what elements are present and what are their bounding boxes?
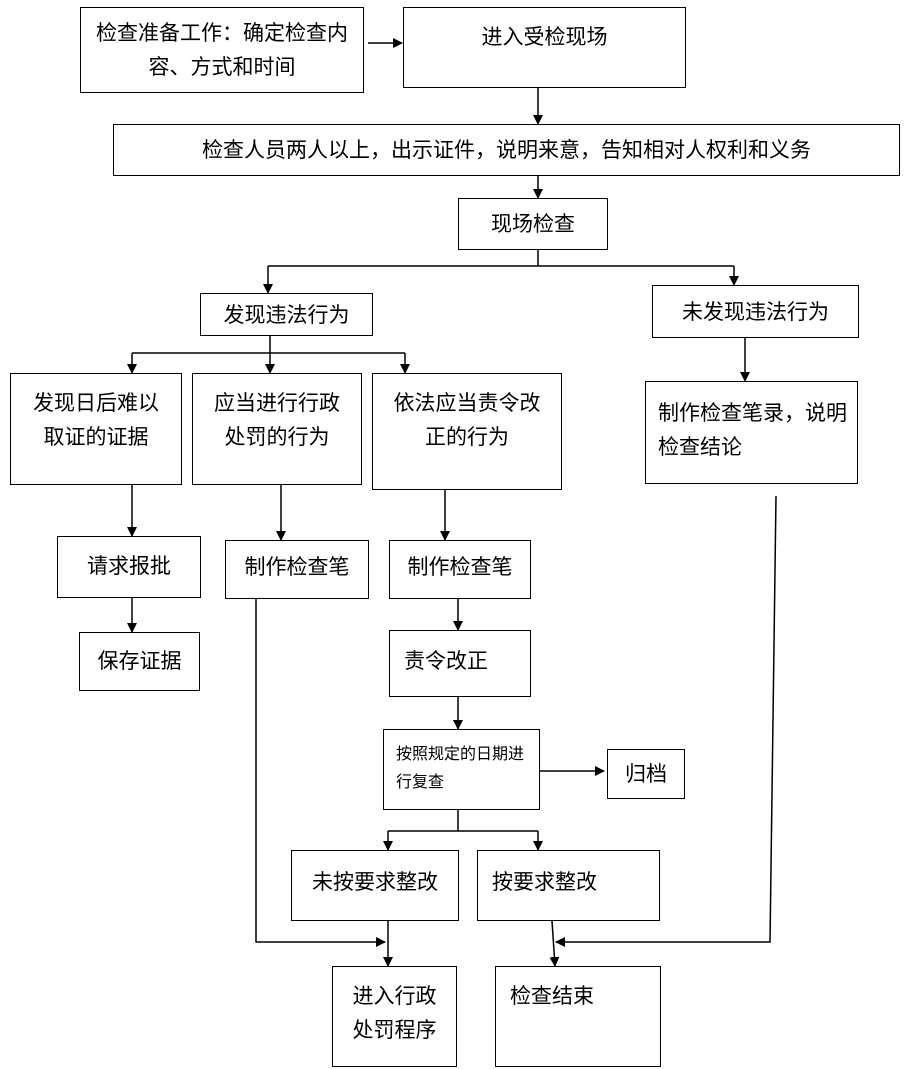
node-make-record-1: 制作检查笔 — [225, 540, 369, 599]
node-show-id: 检查人员两人以上，出示证件，说明来意，告知相对人权利和义务 — [113, 124, 900, 176]
node-not-rectified: 未按要求整改 — [291, 850, 459, 921]
arrow-conclusion-to-end — [555, 495, 777, 947]
node-evidence-hard: 发现日后难以取证的证据 — [10, 373, 182, 485]
node-check-end: 检查结束 — [495, 966, 661, 1067]
node-request-approval: 请求报批 — [57, 536, 201, 598]
node-no-violation: 未发现违法行为 — [652, 285, 859, 338]
node-onsite-check: 现场检查 — [458, 198, 608, 250]
arrow-rectified-to-end — [549, 920, 560, 967]
node-enter-penalty: 进入行政处罚程序 — [332, 966, 457, 1067]
node-make-record-2: 制作检查笔 — [389, 540, 531, 599]
node-enter-site: 进入受检现场 — [403, 7, 686, 88]
node-found-violation: 发现违法行为 — [200, 293, 373, 336]
node-should-penalize: 应当进行行政处罚的行为 — [192, 373, 362, 485]
node-order-correct-behavior: 依法应当责令改正的行为 — [372, 373, 562, 490]
node-record-conclusion: 制作检查笔录，说明检查结论 — [645, 381, 858, 484]
node-prep: 检查准备工作：确定检查内容、方式和时间 — [80, 7, 364, 93]
node-archive: 归档 — [607, 749, 685, 799]
node-preserve-evidence: 保存证据 — [79, 632, 200, 691]
node-order-correct: 责令改正 — [389, 630, 531, 697]
node-recheck: 按照规定的日期进行复查 — [383, 729, 540, 810]
arrow-record1-to-penalty — [255, 599, 386, 947]
node-rectified: 按要求整改 — [477, 850, 660, 921]
